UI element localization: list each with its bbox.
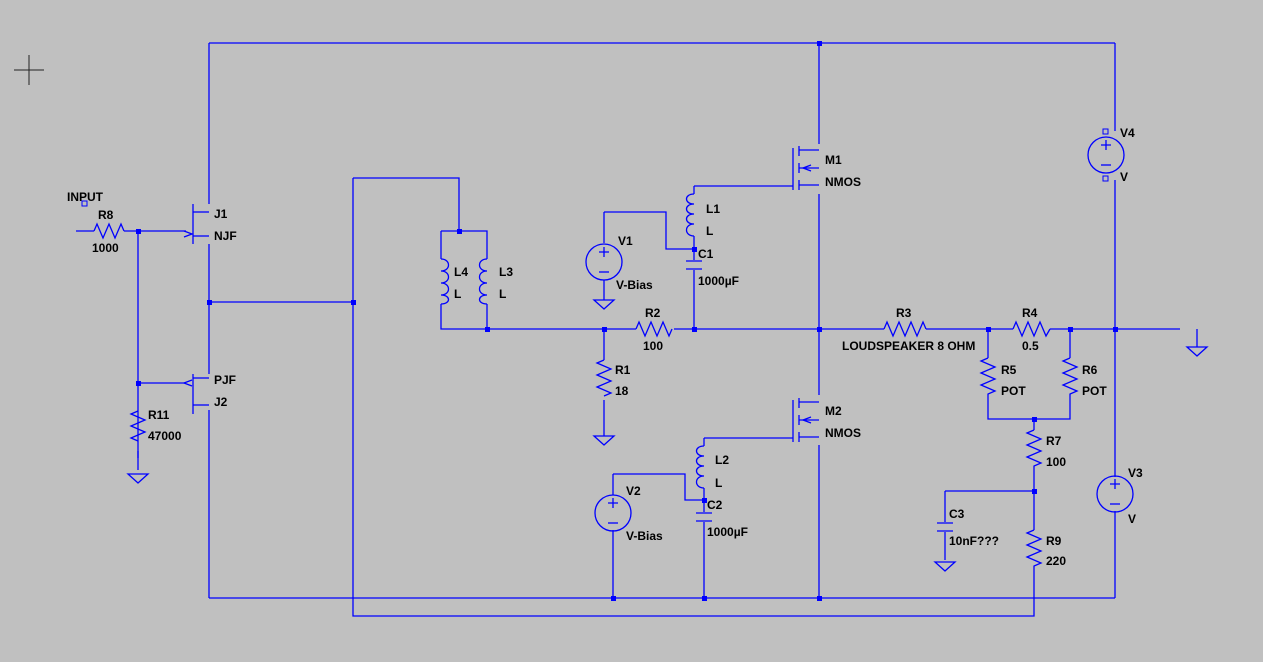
c1-name: C1 — [698, 247, 714, 261]
voltage-source-v3[interactable]: V3 V — [1096, 466, 1143, 526]
resistor-r9[interactable]: R9 220 — [1025, 529, 1066, 572]
r7-name: R7 — [1046, 434, 1062, 448]
crosshair-icon — [14, 55, 44, 85]
v4-name: V4 — [1120, 126, 1135, 140]
j2-value: PJF — [214, 373, 236, 387]
v1-name: V1 — [618, 234, 633, 248]
l3-value: L — [499, 287, 506, 301]
r11-name: R11 — [148, 408, 170, 422]
l2-value: L — [715, 476, 722, 490]
resistor-r8[interactable]: R8 1000 — [92, 208, 125, 255]
r5-value: POT — [1001, 384, 1026, 398]
c2-value: 1000µF — [707, 525, 748, 539]
r4-name: R4 — [1022, 306, 1038, 320]
r3-name: R3 — [896, 306, 912, 320]
r2-value: 100 — [643, 339, 663, 353]
r1-value: 18 — [615, 384, 629, 398]
resistor-r4[interactable]: R4 0.5 — [1012, 306, 1051, 353]
c2-name: C2 — [707, 498, 723, 512]
l4-value: L — [454, 287, 461, 301]
mosfet-m2[interactable]: M2 NMOS — [792, 398, 861, 442]
ground-r11 — [126, 473, 150, 484]
v2-name: V2 — [626, 484, 641, 498]
r11-value: 47000 — [148, 429, 182, 443]
r3-value: LOUDSPEAKER 8 OHM — [842, 339, 975, 353]
voltage-source-v2[interactable]: V2 V-Bias — [594, 484, 663, 543]
wires — [76, 42, 1198, 617]
l1-name: L1 — [706, 202, 720, 216]
m2-name: M2 — [825, 404, 842, 418]
resistor-r11[interactable]: R11 47000 — [129, 408, 182, 443]
junction-dots — [136, 41, 1118, 601]
resistor-r5[interactable]: R5 POT — [979, 357, 1026, 400]
resistor-r1[interactable]: R1 18 — [595, 359, 631, 398]
ground-v1 — [592, 299, 616, 310]
capacitor-c3[interactable]: C3 10nF??? — [937, 507, 999, 548]
j1-name: J1 — [214, 207, 228, 221]
r6-value: POT — [1082, 384, 1107, 398]
r6-name: R6 — [1082, 363, 1098, 377]
m2-value: NMOS — [825, 426, 861, 440]
input-label: INPUT — [67, 190, 104, 204]
input-flag[interactable]: INPUT — [67, 190, 104, 207]
v4-value: V — [1120, 170, 1128, 184]
r2-name: R2 — [645, 306, 661, 320]
r9-name: R9 — [1046, 534, 1062, 548]
v2-value: V-Bias — [626, 529, 663, 543]
mosfet-m1[interactable]: M1 NMOS — [792, 146, 861, 190]
j2-name: J2 — [214, 395, 228, 409]
r1-name: R1 — [615, 363, 631, 377]
v1-value: V-Bias — [616, 278, 653, 292]
l3-name: L3 — [499, 265, 513, 279]
ground-r1 — [592, 435, 616, 446]
ground-output — [1185, 346, 1209, 357]
inductor-l3[interactable]: L3 L — [478, 258, 514, 305]
ground-c3 — [933, 561, 957, 572]
c3-value: 10nF??? — [949, 534, 999, 548]
resistor-r2[interactable]: R2 100 — [635, 306, 673, 353]
capacitor-c1[interactable]: C1 1000µF — [686, 247, 739, 288]
c3-name: C3 — [949, 507, 965, 521]
voltage-source-v1[interactable]: V1 V-Bias — [585, 234, 653, 292]
j1-value: NJF — [214, 229, 237, 243]
l1-value: L — [706, 224, 713, 238]
capacitor-c2[interactable]: C2 1000µF — [696, 498, 748, 539]
l4-name: L4 — [454, 265, 468, 279]
m1-name: M1 — [825, 153, 842, 167]
resistor-r3[interactable]: R3 LOUDSPEAKER 8 OHM — [842, 306, 975, 353]
inductor-l1[interactable]: L1 L — [685, 193, 721, 238]
resistor-r7[interactable]: R7 100 — [1025, 429, 1066, 475]
r8-name: R8 — [98, 208, 114, 222]
v3-value: V — [1128, 512, 1136, 526]
r5-name: R5 — [1001, 363, 1017, 377]
jfet-j2[interactable]: PJF J2 — [182, 373, 236, 414]
inductor-l4[interactable]: L4 L — [440, 258, 468, 305]
c1-value: 1000µF — [698, 274, 739, 288]
inductor-l2[interactable]: L2 L — [695, 445, 730, 490]
r9-value: 220 — [1046, 554, 1066, 568]
voltage-source-v4[interactable]: V4 V — [1087, 126, 1135, 184]
r4-value: 0.5 — [1022, 339, 1039, 353]
jfet-j1[interactable]: J1 NJF — [183, 204, 237, 244]
v3-name: V3 — [1128, 466, 1143, 480]
r7-value: 100 — [1046, 455, 1066, 469]
r8-value: 1000 — [92, 241, 119, 255]
resistor-r6[interactable]: R6 POT — [1061, 357, 1107, 400]
m1-value: NMOS — [825, 175, 861, 189]
l2-name: L2 — [715, 453, 729, 467]
